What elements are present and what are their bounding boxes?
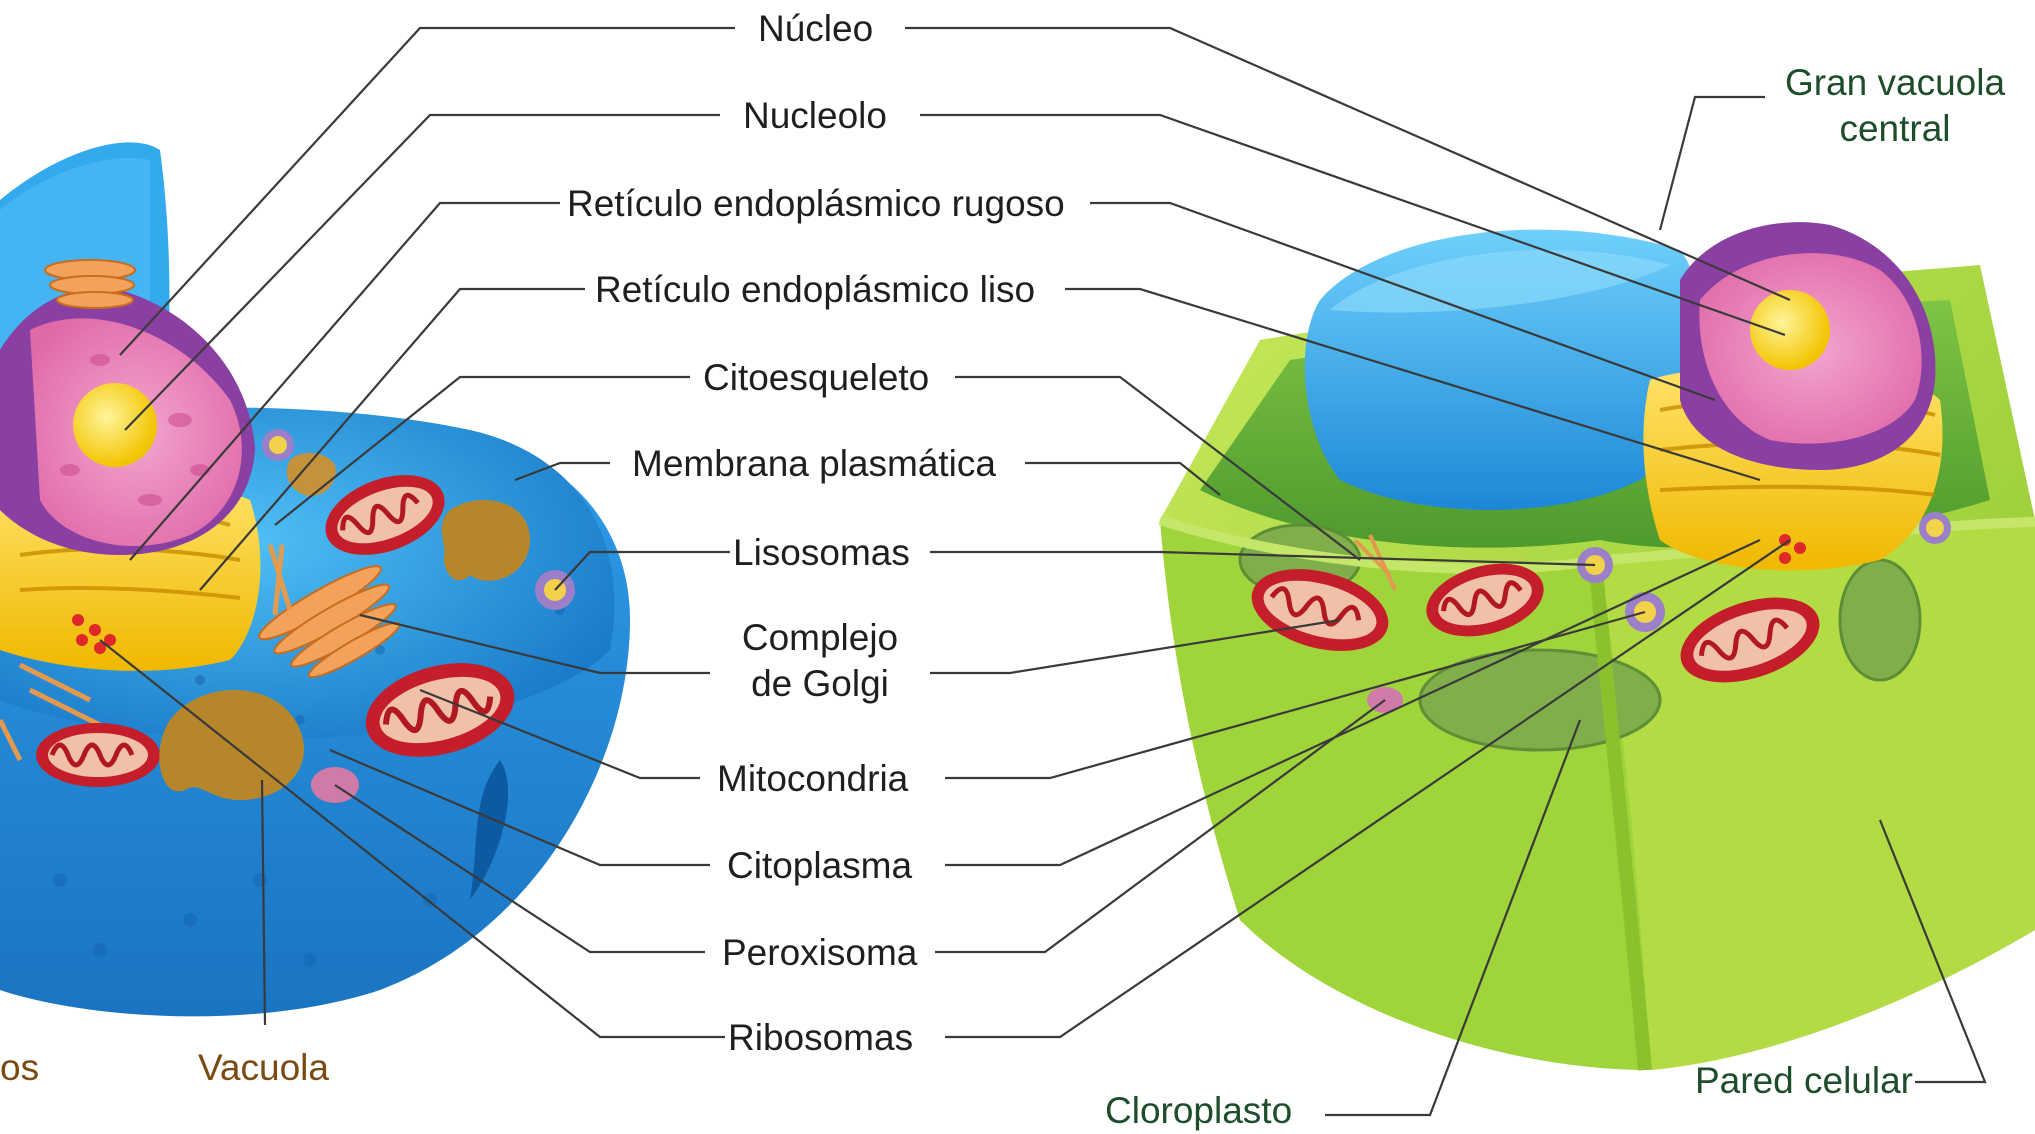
label-complejo-golgi: Complejo de Golgi <box>720 615 920 708</box>
animal-cell <box>0 142 630 1016</box>
label-ribosomas: Ribosomas <box>728 1015 913 1061</box>
label-nucleolo: Nucleolo <box>743 93 887 139</box>
label-cloroplasto: Cloroplasto <box>1105 1088 1292 1134</box>
label-cut-left: os <box>0 1045 39 1091</box>
label-gran-vacuola-line2: central <box>1839 108 1950 149</box>
label-pared-celular: Pared celular <box>1695 1058 1913 1104</box>
label-citoplasma: Citoplasma <box>727 843 912 889</box>
label-mitocondria: Mitocondria <box>717 756 908 802</box>
label-reticulo-liso: Retículo endoplásmico liso <box>595 267 1035 313</box>
label-vacuola: Vacuola <box>198 1045 329 1091</box>
label-citoesqueleto: Citoesqueleto <box>703 355 929 401</box>
label-golgi-line2: de Golgi <box>751 663 889 704</box>
label-membrana-plasmatica: Membrana plasmática <box>632 441 996 487</box>
label-peroxisoma: Peroxisoma <box>722 930 917 976</box>
label-lisosomas: Lisosomas <box>733 530 910 576</box>
label-gran-vacuola-line1: Gran vacuola <box>1785 62 2005 103</box>
label-golgi-line1: Complejo <box>742 617 898 658</box>
label-reticulo-rugoso: Retículo endoplásmico rugoso <box>567 181 1065 227</box>
label-nucleo: Núcleo <box>758 6 873 52</box>
plant-cell <box>1160 222 2035 1070</box>
label-gran-vacuola-central: Gran vacuola central <box>1770 60 2020 153</box>
